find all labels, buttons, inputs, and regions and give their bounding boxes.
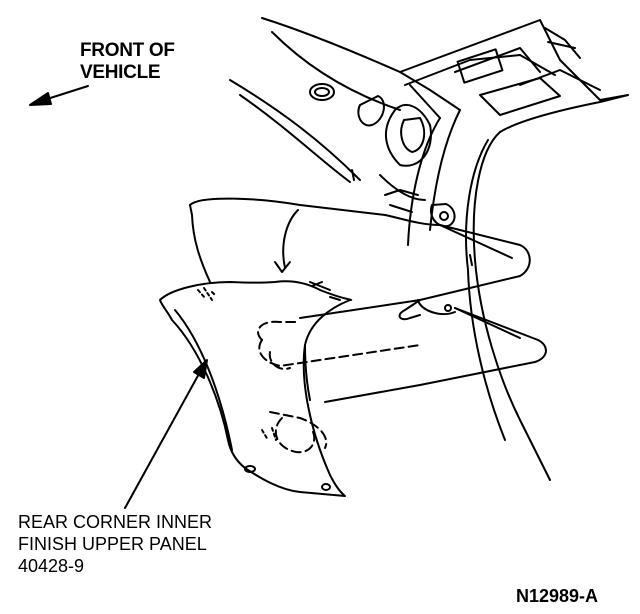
figure-id: N12989-A	[516, 586, 599, 606]
front-label-line2: VEHICLE	[80, 62, 161, 83]
part-leader-arrow	[124, 359, 208, 509]
front-of-vehicle-label: FRONT OF VEHICLE	[80, 40, 175, 84]
part-number: 40428-9	[18, 556, 85, 576]
part-label-line2: FINISH UPPER PANEL	[18, 534, 207, 554]
mounting-position-outline	[257, 320, 421, 454]
front-direction-arrow	[29, 85, 89, 106]
front-label-line1: FRONT OF	[80, 40, 175, 61]
rear-corner-inner-finish-upper-panel	[159, 261, 353, 497]
part-label-line1: REAR CORNER INNER	[18, 512, 213, 532]
part-callout-label: REAR CORNER INNER FINISH UPPER PANEL 404…	[18, 511, 212, 577]
vehicle-rear-body	[229, 17, 629, 481]
alignment-guide-lines	[189, 197, 547, 403]
